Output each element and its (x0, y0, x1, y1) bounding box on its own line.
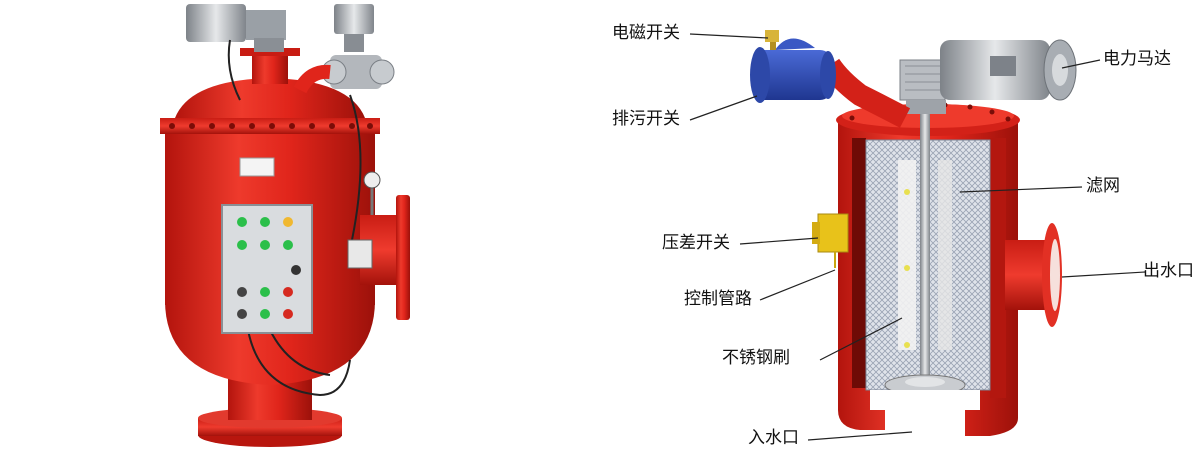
label-diff-pressure-switch: 压差开关 (662, 233, 730, 253)
label-solenoid-switch: 电磁开关 (612, 23, 680, 43)
label-filter-screen: 滤网 (1086, 176, 1120, 196)
label-inlet: 入水口 (748, 428, 799, 448)
label-control-piping: 控制管路 (684, 289, 752, 309)
leader-lines (689, 33, 1146, 441)
filter-photo (160, 4, 410, 447)
label-stainless-brush: 不锈钢刷 (722, 348, 790, 368)
label-electric-motor: 电力马达 (1103, 49, 1171, 69)
label-drain-switch: 排污开关 (612, 109, 680, 129)
filter-cutaway (750, 30, 1077, 436)
label-outlet: 出水口 (1143, 261, 1194, 281)
